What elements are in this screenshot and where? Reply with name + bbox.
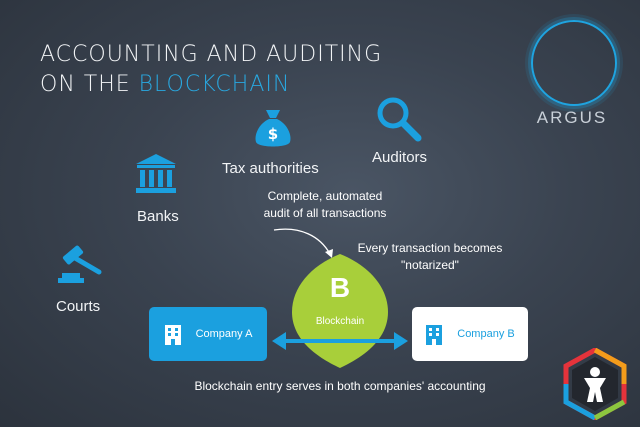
building-icon bbox=[426, 325, 443, 345]
double-arrow bbox=[272, 332, 408, 350]
courts-label: Courts bbox=[56, 298, 101, 315]
audit-arrow bbox=[273, 228, 333, 258]
title-prefix: ON THE bbox=[40, 72, 139, 97]
money-bag-icon: $ bbox=[255, 110, 291, 147]
banks-label: Banks bbox=[137, 208, 179, 225]
blockchain-leaf-shape bbox=[292, 254, 388, 368]
notarized-note: Every transaction becomes "notarized" bbox=[340, 240, 520, 274]
magnifier-icon bbox=[377, 97, 422, 142]
footer-note: Blockchain entry serves in both companie… bbox=[194, 379, 486, 393]
title-line-2: ON THE BLOCKCHAIN bbox=[40, 70, 382, 100]
blockchain-letter: B bbox=[329, 272, 351, 303]
tax-authorities-label: Tax authorities bbox=[222, 160, 319, 177]
building-icon bbox=[164, 325, 181, 345]
title-line-1: ACCOUNTING AND AUDITING bbox=[40, 42, 383, 67]
audit-note-line-1: Complete, automated bbox=[267, 189, 383, 203]
argus-logo-text: ARGUS bbox=[536, 108, 608, 127]
auditors-label: Auditors bbox=[372, 149, 428, 166]
notarized-note-line-2: "notarized" bbox=[401, 258, 459, 272]
company-b-label: Company B bbox=[457, 328, 515, 340]
page-title: ACCOUNTING AND AUDITING ON THE BLOCKCHAI… bbox=[40, 40, 382, 100]
blockchain-label: Blockchain bbox=[315, 316, 365, 327]
company-b-box: Company B bbox=[412, 307, 528, 361]
argus-logo-ring bbox=[531, 20, 617, 106]
bank-icon bbox=[136, 154, 176, 193]
svg-text:$: $ bbox=[268, 125, 278, 143]
person-hexagon-logo bbox=[563, 348, 627, 420]
title-accent: BLOCKCHAIN bbox=[138, 72, 291, 97]
audit-note-line-2: audit of all transactions bbox=[263, 206, 387, 220]
audit-note: Complete, automated audit of all transac… bbox=[240, 188, 410, 222]
gavel-icon bbox=[58, 245, 102, 283]
company-a-box: Company A bbox=[149, 307, 267, 361]
notarized-note-line-1: Every transaction becomes bbox=[357, 241, 503, 255]
company-a-label: Company A bbox=[195, 328, 253, 340]
